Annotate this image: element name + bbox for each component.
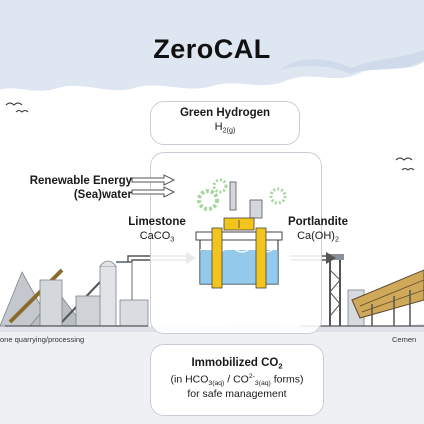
- hydrogen-box: [150, 101, 300, 145]
- gear-icon: [269, 187, 287, 205]
- bird-icon: [15, 110, 29, 113]
- output-box: [150, 344, 324, 416]
- bird-icon: [401, 168, 415, 171]
- processing-building: [39, 279, 63, 327]
- output-management: for safe management: [187, 388, 287, 400]
- hydrogen-formula: H2(g): [214, 121, 236, 135]
- sky-cloud-band: [0, 0, 424, 91]
- output-title: Immobilized CO2: [191, 357, 283, 371]
- cement-kiln: [300, 254, 424, 327]
- conveyor: [8, 268, 64, 324]
- hydrogen-label: Green Hydrogen: [179, 107, 271, 119]
- cement-caption: Cemen: [392, 335, 417, 344]
- bird-icon: [395, 157, 413, 161]
- portlandite-formula: Ca(OH)2: [297, 230, 339, 244]
- portlandite-label: Portlandite: [287, 216, 349, 228]
- reactor-illustration: [195, 178, 287, 289]
- silo: [99, 265, 117, 327]
- input-arrows: [131, 174, 176, 198]
- renewable-energy-label: Renewable Energy: [29, 175, 132, 187]
- gear-icon: [197, 189, 219, 211]
- limestone-formula: CaCO3: [139, 230, 175, 244]
- bird-icon: [5, 102, 23, 106]
- output-forms: (in HCO3(aq) / CO2-3(aq) forms): [170, 373, 304, 387]
- quarry-caption: one quarrying/processing: [0, 335, 85, 344]
- seawater-label: (Sea)water: [73, 189, 132, 201]
- gear-icon: [212, 178, 228, 194]
- page-title: ZeroCAL: [153, 34, 271, 64]
- limestone-label: Limestone: [128, 216, 186, 228]
